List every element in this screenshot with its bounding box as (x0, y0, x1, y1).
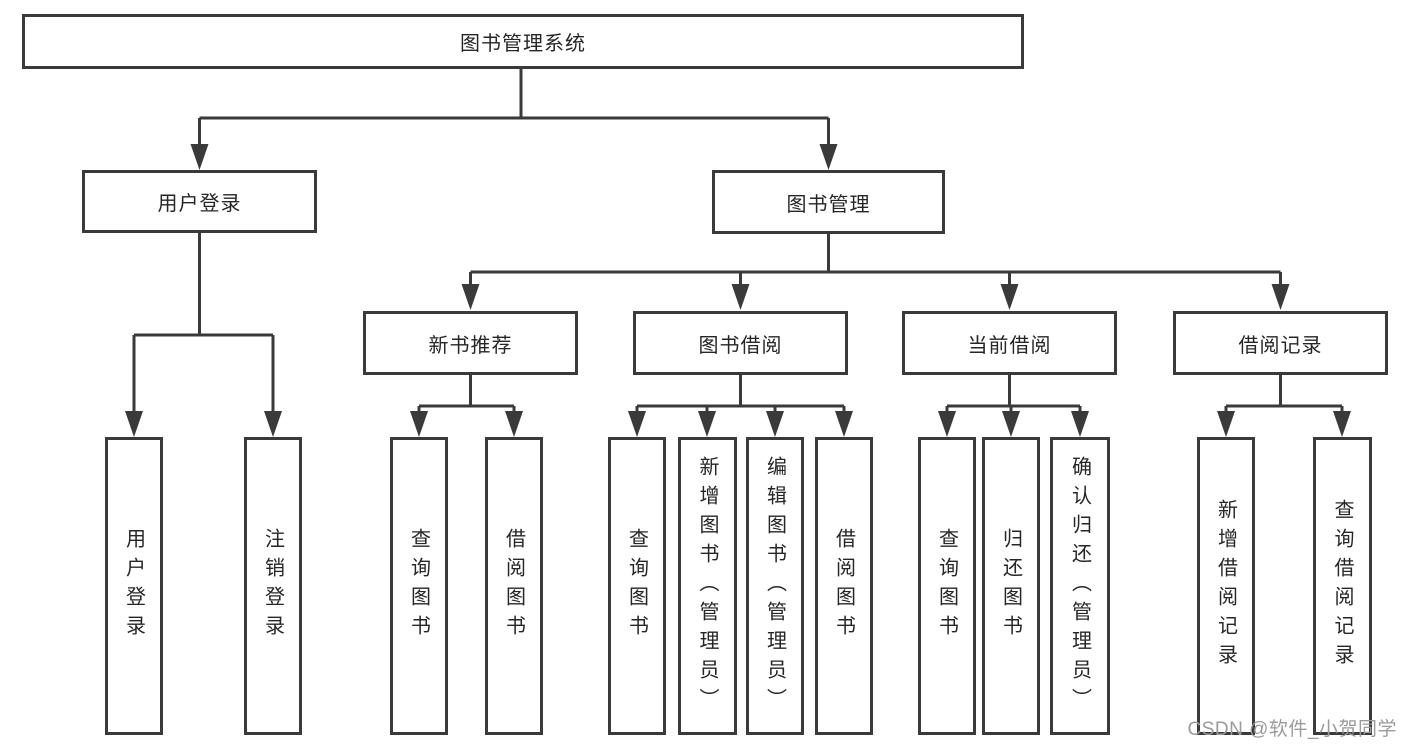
connector-borrow-split (635, 375, 846, 427)
leaf-label: 编辑图书（管理员） (763, 455, 786, 717)
leaf-label: 借阅图书 (832, 528, 855, 644)
connector-root-split (198, 69, 830, 150)
leaf-label: 查询图书 (935, 528, 958, 644)
node-book-borrowing: 图书借阅 (633, 311, 848, 375)
leaf-label: 查询借阅记录 (1331, 499, 1353, 673)
connector-records-split (1224, 375, 1344, 427)
leaf-current-return-books: 归还图书 (982, 437, 1040, 735)
leaf-records-add-borrow-record: 新增借阅记录 (1197, 437, 1255, 735)
leaf-borrow-query-books: 查询图书 (608, 437, 666, 735)
node-label: 图书管理系统 (460, 33, 586, 55)
leaf-borrow-edit-books-admin: 编辑图书（管理员） (746, 437, 804, 735)
node-library-management-system: 图书管理系统 (22, 14, 1024, 69)
leaf-label: 用户登录 (122, 528, 145, 644)
connector-user-login-split (132, 233, 275, 427)
node-current-borrowing: 当前借阅 (902, 311, 1117, 375)
node-label: 图书管理 (786, 193, 871, 216)
leaf-current-confirm-return-admin: 确认归还（管理员） (1050, 437, 1110, 735)
leaf-label: 注销登录 (261, 528, 284, 644)
leaf-borrow-add-books-admin: 新增图书（管理员） (678, 437, 737, 735)
csdn-watermark: CSDN @软件_小贺同学 (1187, 719, 1397, 740)
arrowheads (125, 144, 1351, 437)
node-label: 图书借阅 (698, 334, 783, 357)
leaf-label: 新增图书（管理员） (696, 455, 718, 717)
leaf-current-query-books: 查询图书 (918, 437, 976, 735)
leaf-label: 确认归还（管理员） (1068, 455, 1091, 717)
leaf-recommend-query-books: 查询图书 (390, 437, 448, 735)
connector-book-mgmt-split (469, 234, 1282, 300)
leaf-label: 借阅图书 (502, 528, 525, 644)
node-book-management: 图书管理 (712, 170, 945, 234)
leaf-label: 查询图书 (625, 528, 648, 644)
leaf-label: 归还图书 (999, 528, 1022, 644)
node-label: 当前借阅 (967, 334, 1052, 357)
leaf-borrow-borrow-books: 借阅图书 (815, 437, 873, 735)
node-label: 借阅记录 (1238, 334, 1323, 357)
node-borrowing-records: 借阅记录 (1173, 311, 1388, 375)
leaf-user-login: 用户登录 (105, 437, 163, 735)
leaf-label: 新增借阅记录 (1214, 499, 1237, 673)
leaf-recommend-borrow-books: 借阅图书 (485, 437, 543, 735)
node-new-book-recommendation: 新书推荐 (363, 311, 578, 375)
leaf-logout: 注销登录 (244, 437, 302, 735)
node-label: 新书推荐 (428, 334, 513, 357)
leaf-label: 查询图书 (407, 528, 430, 644)
connector-recommend-split (417, 375, 516, 427)
node-label: 用户登录 (157, 193, 242, 215)
leaf-records-query-borrow-record: 查询借阅记录 (1313, 437, 1372, 735)
node-user-login: 用户登录 (82, 170, 317, 233)
